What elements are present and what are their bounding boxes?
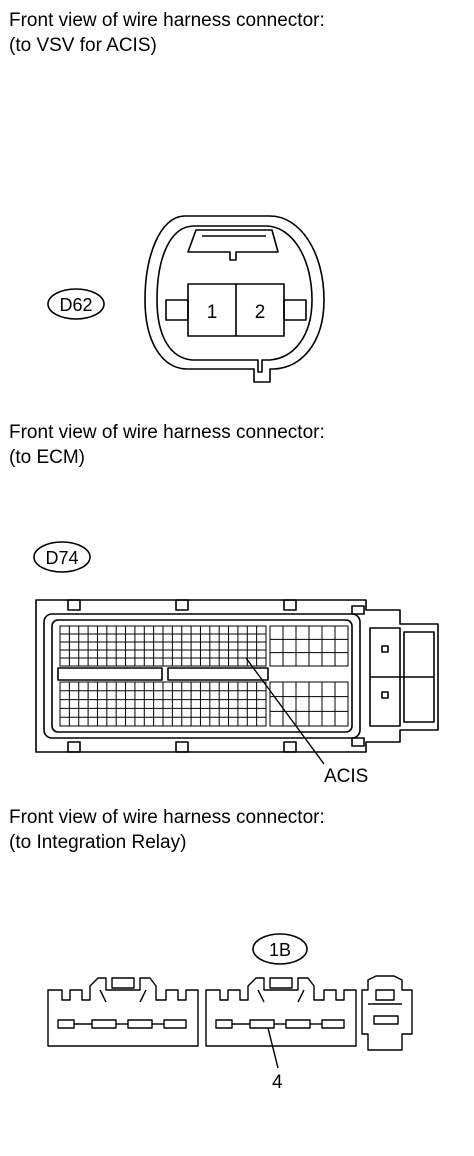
d62-code-oval xyxy=(47,288,105,320)
1b-small-connector xyxy=(361,975,413,1051)
d74-callout-leader xyxy=(245,657,325,765)
d62-pin-1: 1 xyxy=(207,302,218,323)
1b-code-label: 1B xyxy=(269,940,291,960)
connector-1b-diagram: 1B xyxy=(47,933,413,1093)
d62-housing-outline xyxy=(144,215,325,383)
1b-code-oval xyxy=(252,933,308,965)
caption-line-2: (to ECM) xyxy=(9,447,85,468)
connector-d62-diagram: 1 2 D62 xyxy=(47,215,325,383)
1b-left-connector xyxy=(47,977,199,1047)
d74-code-oval xyxy=(33,541,91,573)
caption-line-2: (to VSV for ACIS) xyxy=(9,35,157,56)
caption-line-2: (to Integration Relay) xyxy=(9,832,187,853)
caption-line-1: Front view of wire harness connector: xyxy=(9,807,325,828)
d74-code-label: D74 xyxy=(45,548,78,568)
d62-code-label: D62 xyxy=(59,295,92,315)
d62-right-key xyxy=(283,299,307,321)
caption-ecm: Front view of wire harness connector: (t… xyxy=(9,420,325,470)
d62-left-key xyxy=(165,299,189,321)
caption-line-1: Front view of wire harness connector: xyxy=(9,422,325,443)
caption-integration-relay: Front view of wire harness connector: (t… xyxy=(9,805,325,855)
d62-inner-outline xyxy=(156,225,313,373)
d74-housing-outline xyxy=(35,599,439,753)
1b-callout-label: 4 xyxy=(272,1072,283,1093)
d74-callout-label: ACIS xyxy=(324,766,368,787)
1b-main-connector xyxy=(205,977,357,1047)
d62-pin-2: 2 xyxy=(255,302,266,323)
caption-vsv-acis: Front view of wire harness connector: (t… xyxy=(9,8,325,58)
caption-line-1: Front view of wire harness connector: xyxy=(9,10,325,31)
d62-latch xyxy=(187,229,279,261)
d74-inner-frame xyxy=(43,613,361,739)
connector-d74-diagram: D74 ACIS xyxy=(33,541,439,787)
1b-callout-leader xyxy=(267,1027,279,1069)
